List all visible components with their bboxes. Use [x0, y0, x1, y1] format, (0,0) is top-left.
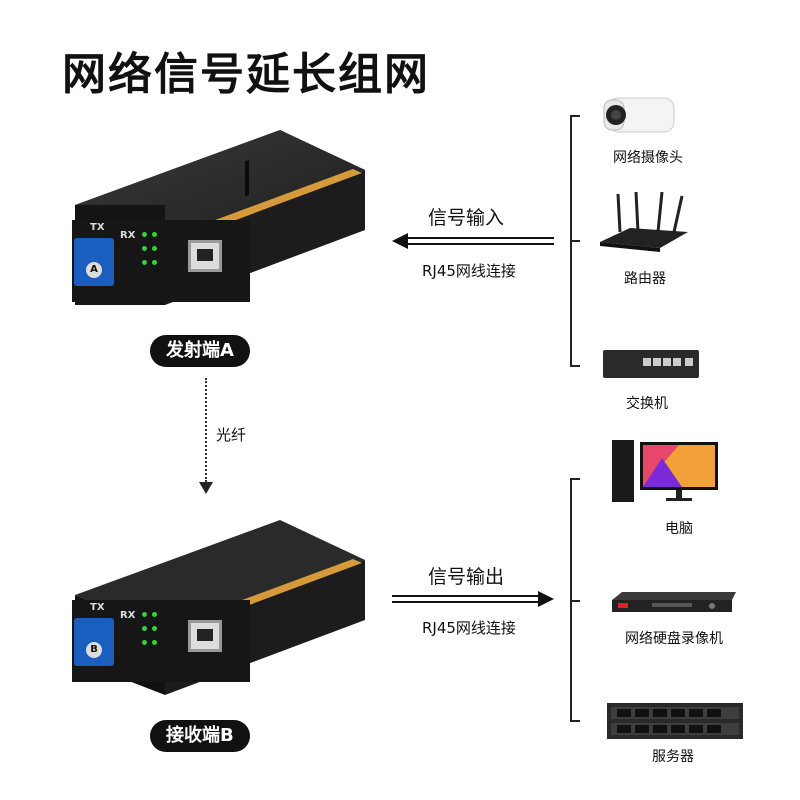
router-icon	[600, 191, 690, 258]
bracket-tick	[570, 240, 580, 242]
led-panel	[142, 612, 182, 662]
transmitter-label: 发射端A	[150, 335, 250, 367]
input-arrow-title: 信号输入	[428, 207, 505, 229]
receiver-label: 接收端B	[150, 720, 250, 752]
tx-label: TX	[90, 222, 105, 233]
port-letter-badge: A	[86, 262, 102, 278]
ip-camera-icon	[600, 92, 680, 146]
receiver-front-panel: TX RX B	[72, 600, 250, 682]
input-arrow-subtitle: RJ45网线连接	[422, 262, 516, 280]
fiber-link-line	[205, 378, 207, 482]
computer-icon	[612, 438, 722, 508]
server-icon	[607, 703, 743, 743]
fiber-port: B	[74, 618, 114, 666]
transmitter-front-panel: TX RX A	[72, 220, 250, 302]
bracket-tick	[570, 115, 580, 117]
led-panel	[142, 232, 182, 282]
rj45-port	[188, 620, 222, 652]
device-label-server: 服务器	[652, 749, 694, 765]
fiber-label: 光纤	[216, 426, 247, 444]
bracket-tick	[570, 720, 580, 722]
output-arrow	[392, 590, 554, 610]
page-title: 网络信号延长组网	[62, 49, 430, 100]
bracket-tick	[570, 600, 580, 602]
output-arrow-title: 信号输出	[428, 566, 505, 588]
device-label-router: 路由器	[624, 271, 666, 287]
device-label-nvr: 网络硬盘录像机	[625, 631, 723, 647]
tx-label: TX	[90, 602, 105, 613]
output-arrow-subtitle: RJ45网线连接	[422, 619, 516, 637]
device-label-switch: 交换机	[626, 396, 668, 412]
nvr-icon	[612, 590, 736, 618]
bracket-tick	[570, 478, 580, 480]
rx-label: RX	[120, 610, 136, 621]
rj45-port	[188, 240, 222, 272]
rx-label: RX	[120, 230, 136, 241]
bracket-tick	[570, 365, 580, 367]
port-letter-badge: B	[86, 642, 102, 658]
switch-icon	[603, 348, 699, 384]
fiber-arrow-head	[199, 482, 213, 494]
device-label-camera: 网络摄像头	[613, 150, 683, 166]
device-label-computer: 电脑	[665, 521, 693, 537]
fiber-port: A	[74, 238, 114, 286]
input-arrow	[392, 232, 554, 252]
